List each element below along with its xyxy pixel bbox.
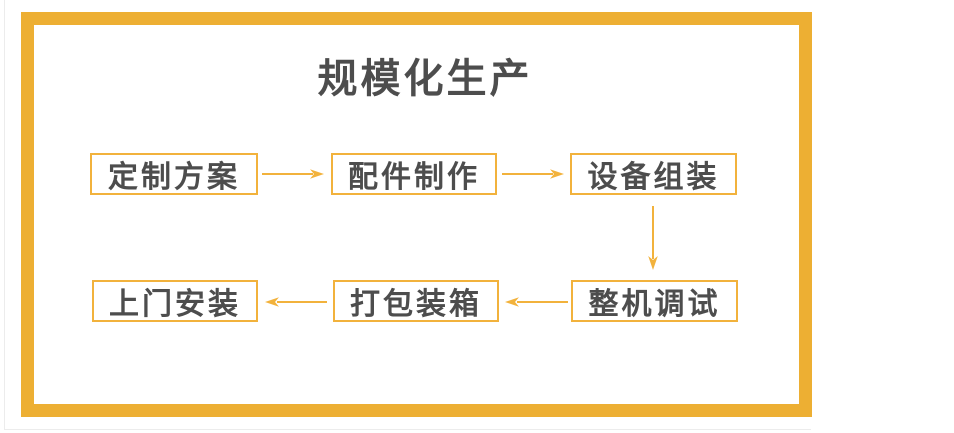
- page-edge-line-left: [4, 0, 5, 430]
- flow-step-packing: 打包装箱: [333, 280, 499, 322]
- flow-step-equipment-assembly: 设备组装: [570, 153, 737, 195]
- flow-step-machine-debugging: 整机调试: [571, 280, 738, 322]
- arrow-left-icon-step5-to-step6: [265, 297, 327, 307]
- arrow-right-icon-step2-to-step3: [502, 169, 564, 179]
- arrow-left-icon-step4-to-step5: [505, 297, 568, 307]
- diagram-frame-border: [21, 12, 812, 417]
- diagram-title: 规模化生产: [317, 57, 533, 101]
- arrow-down-icon-step3-to-step4: [648, 206, 658, 270]
- arrow-right-icon-step1-to-step2: [262, 169, 324, 179]
- flow-step-parts-production: 配件制作: [331, 153, 497, 195]
- page-edge-line-bottom: [4, 429, 811, 430]
- flow-step-custom-plan: 定制方案: [90, 153, 258, 195]
- flow-step-onsite-installation: 上门安装: [92, 280, 258, 322]
